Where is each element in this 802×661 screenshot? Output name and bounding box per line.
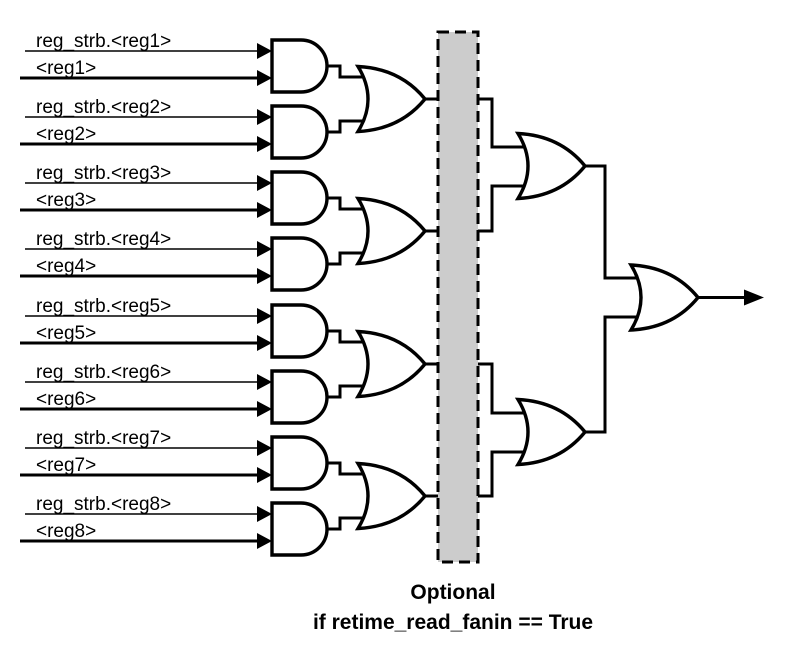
or-gate-stage3-1 <box>516 131 587 201</box>
arrowhead <box>257 440 272 456</box>
input-label: reg_strb.<reg8> <box>36 494 171 515</box>
caption-line-1: Optional <box>410 581 495 604</box>
input-wires <box>20 43 272 549</box>
arrowhead <box>257 533 272 549</box>
input-label: <reg3> <box>36 190 96 211</box>
or-gate-final <box>629 263 700 332</box>
and-gate-2 <box>270 104 329 160</box>
input-label: <reg6> <box>36 389 96 410</box>
and-gate-7 <box>270 435 329 491</box>
input-label: reg_strb.<reg5> <box>36 296 171 317</box>
and-gate-1 <box>270 38 329 94</box>
arrowhead <box>257 308 272 324</box>
or-gate-stage3-2 <box>516 397 587 467</box>
input-label: <reg1> <box>36 58 96 79</box>
input-label: reg_strb.<reg4> <box>36 229 171 250</box>
arrowhead <box>257 43 272 59</box>
arrowhead <box>257 70 272 86</box>
wire-and8-or4 <box>327 516 374 531</box>
arrowhead <box>257 335 272 351</box>
caption: Optional if retime_read_fanin == True <box>313 581 593 634</box>
input-label: <reg2> <box>36 124 96 145</box>
wire-and1-or1 <box>327 64 374 79</box>
caption-line-2: if retime_read_fanin == True <box>313 611 593 634</box>
and-to-or-wires <box>327 64 374 531</box>
or-gate-stage2-1 <box>356 64 427 134</box>
arrowhead <box>257 241 272 257</box>
and-gate-6 <box>270 369 329 425</box>
arrowhead <box>257 202 272 218</box>
arrowhead <box>257 136 272 152</box>
and-gates <box>270 38 329 557</box>
and-gate-5 <box>270 303 329 359</box>
or-gates <box>356 64 700 531</box>
arrowhead <box>257 175 272 191</box>
input-labels: reg_strb.<reg1> <reg1> reg_strb.<reg2> <… <box>36 31 171 542</box>
input-label: <reg7> <box>36 455 96 476</box>
input-label: reg_strb.<reg3> <box>36 163 171 184</box>
input-label: <reg8> <box>36 521 96 542</box>
arrowhead <box>257 401 272 417</box>
wire-and3-or2 <box>327 196 374 211</box>
wire-or5-final <box>585 164 649 280</box>
input-label: <reg4> <box>36 256 96 277</box>
arrowhead <box>257 268 272 284</box>
input-label: reg_strb.<reg2> <box>36 97 171 118</box>
input-label: reg_strb.<reg6> <box>36 362 171 383</box>
and-gate-3 <box>270 170 329 226</box>
arrowhead <box>257 374 272 390</box>
input-label: reg_strb.<reg7> <box>36 428 171 449</box>
stage3-to-final-wires <box>585 164 649 434</box>
wire-and6-or3 <box>327 384 374 399</box>
output-arrowhead <box>744 289 764 306</box>
or-gate-stage2-2 <box>356 196 427 266</box>
optional-retime-region <box>436 30 480 564</box>
or-gate-stage2-4 <box>356 461 427 531</box>
input-label: reg_strb.<reg1> <box>36 31 171 52</box>
arrowhead <box>257 467 272 483</box>
input-label: <reg5> <box>36 323 96 344</box>
output-wire <box>698 289 764 306</box>
wire-and2-or1 <box>327 119 374 134</box>
and-gate-4 <box>270 236 329 292</box>
or-gate-stage2-3 <box>356 329 427 399</box>
wire-and5-or3 <box>327 329 374 344</box>
arrowhead <box>257 506 272 522</box>
wire-and4-or2 <box>327 251 374 266</box>
arrowhead <box>257 109 272 125</box>
and-gate-8 <box>270 501 329 557</box>
wire-or6-final <box>585 315 649 434</box>
wire-and7-or4 <box>327 461 374 476</box>
